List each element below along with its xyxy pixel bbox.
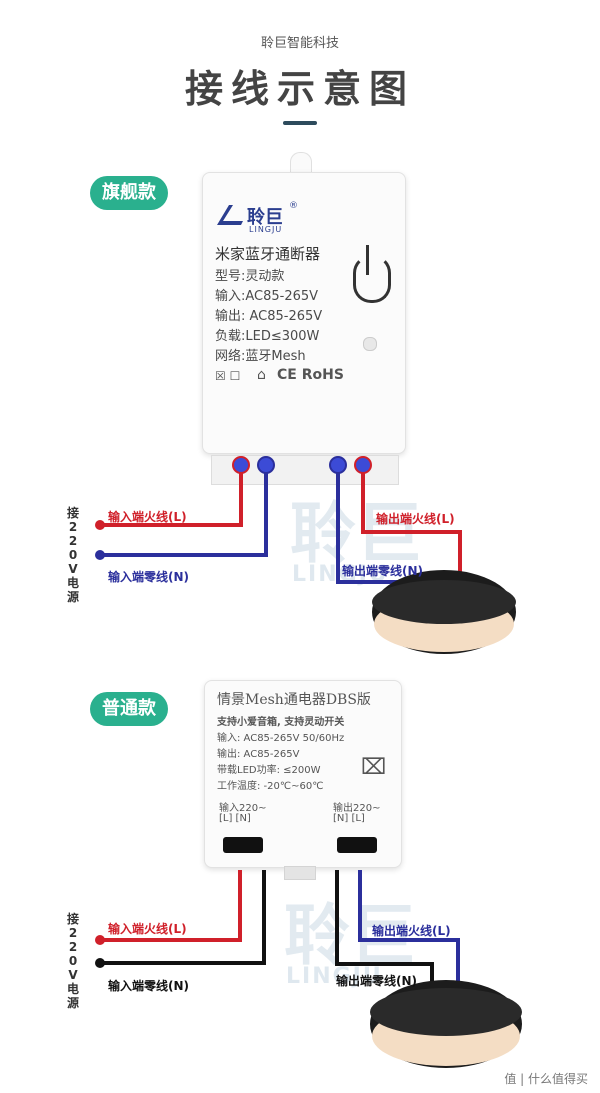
recycle-bin-icon: ☒ ☐	[215, 369, 241, 383]
device-logo-text: 聆巨	[247, 207, 283, 228]
device2-line4: 带载LED功率: ≤200W	[217, 765, 321, 776]
label-in-neutral-1: 输入端零线(N)	[108, 570, 190, 584]
power-source-label-2: 接220V电源	[66, 912, 79, 1010]
output-terminal-label: 输出220~	[333, 803, 381, 814]
device-flagship: 聆巨 ® LINGJU 米家蓝牙通断器 型号:灵动款 输入:AC85-265V …	[202, 172, 406, 485]
brand-name: 聆巨智能科技	[260, 36, 339, 51]
device-product-name: 米家蓝牙通断器	[215, 245, 321, 263]
registered-mark: ®	[289, 201, 298, 211]
mount-tab	[290, 152, 312, 177]
cert-marks: CE RoHS	[277, 367, 344, 383]
source-credit: 值 | 什么值得买	[504, 1072, 588, 1086]
input-terminal-slot	[223, 837, 263, 853]
wire-in-neutral-1	[100, 468, 268, 557]
device2-line3: 输出: AC85-265V	[217, 749, 300, 760]
label-out-live-2: 输出端火线(L)	[372, 924, 451, 938]
device2-title: 情景Mesh通电器DBS版	[217, 692, 371, 708]
in-live-end-1	[95, 520, 105, 530]
in-neutral-end-2	[95, 958, 105, 968]
device2-clip	[284, 866, 316, 880]
badge-standard: 普通款	[90, 692, 168, 726]
wire-out-live-1	[361, 468, 462, 585]
in-neutral-end-1	[95, 550, 105, 560]
badge-flagship: 旗舰款	[90, 176, 168, 210]
wire-out-live-2	[358, 870, 460, 992]
power-button-line	[366, 245, 369, 275]
input-terminal-label: 输入220~	[219, 803, 267, 814]
device-standard: 情景Mesh通电器DBS版 支持小爱音箱, 支持灵动开关 输入: AC85-26…	[204, 680, 402, 868]
terminal-screws-1	[232, 456, 372, 474]
label-in-live-1: 输入端火线(L)	[108, 510, 187, 524]
device2-line5: 工作温度: -20℃~60℃	[217, 781, 324, 792]
wire-in-live-2	[100, 870, 242, 942]
weee-bin-icon: ⌧	[361, 755, 387, 780]
spec-input: 输入:AC85-265V	[215, 289, 319, 304]
label-in-live-2: 输入端火线(L)	[108, 922, 187, 936]
status-led-icon	[363, 337, 377, 351]
device2-line2: 输入: AC85-265V 50/60Hz	[217, 733, 345, 744]
input-terminal-codes: [L] [N]	[219, 813, 251, 824]
watermark-sub-bottom: LINGJU	[286, 964, 383, 989]
power-source-label-1: 接220V电源	[66, 506, 79, 604]
label-out-live-1: 输出端火线(L)	[376, 512, 455, 526]
indoor-use-icon: ⌂	[257, 367, 266, 383]
spec-network: 网络:蓝牙Mesh	[215, 349, 306, 364]
lingju-logo-icon	[215, 203, 245, 227]
wire-in-neutral-2	[100, 870, 266, 965]
watermark-logo-bottom: 聆巨	[284, 897, 416, 974]
power-button-icon	[353, 255, 391, 303]
output-terminal-slot	[337, 837, 377, 853]
output-terminal-codes: [N] [L]	[333, 813, 365, 824]
in-live-end-2	[95, 935, 105, 945]
page-title: 接线示意图	[184, 67, 415, 111]
ceiling-lamp-1	[372, 570, 516, 654]
device2-line1: 支持小爱音箱, 支持灵动开关	[217, 717, 345, 728]
wire-in-live-1	[100, 468, 243, 527]
ceiling-lamp-2	[370, 980, 522, 1068]
spec-output: 输出: AC85-265V	[215, 309, 323, 324]
device-logo-sub: LINGJU	[249, 225, 283, 234]
title-underline	[283, 121, 317, 125]
spec-model: 型号:灵动款	[215, 269, 285, 284]
label-in-neutral-2: 输入端零线(N)	[108, 979, 190, 993]
spec-load: 负载:LED≤300W	[215, 329, 320, 344]
label-out-neutral-2: 输出端零线(N)	[336, 974, 418, 988]
wire-out-neutral-2	[335, 870, 434, 992]
label-out-neutral-1: 输出端零线(N)	[342, 564, 424, 578]
